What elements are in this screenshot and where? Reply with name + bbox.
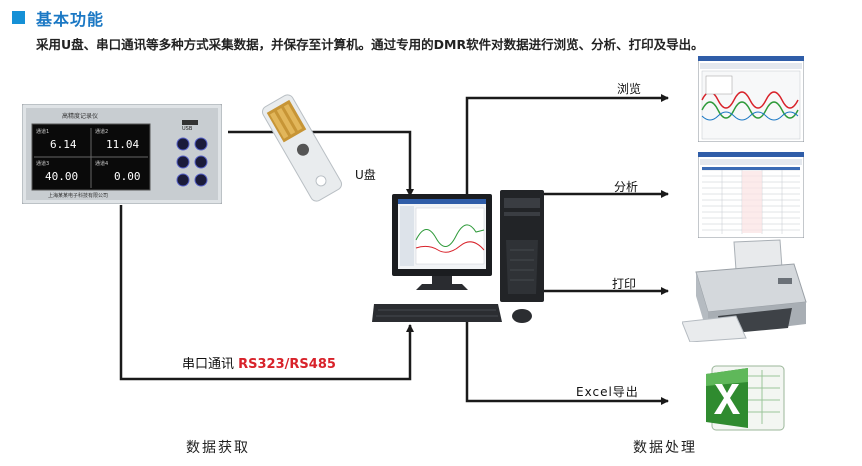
recorder-bottom-label: 上海某某电子科技有限公司 (48, 193, 109, 199)
serial-protocol: RS323/RS485 (238, 357, 336, 372)
recorder-top-label: 高精度记录仪 (62, 113, 99, 120)
usb-label: U盘 (355, 168, 376, 182)
print-label: 打印 (612, 277, 637, 291)
title-marker (12, 11, 25, 24)
excel-icon (706, 365, 785, 431)
export-label: Excel导出 (576, 385, 639, 399)
browse-label: 浏览 (617, 82, 642, 96)
browse-screenshot (698, 56, 804, 142)
reading-3-value: 40.00 (45, 170, 79, 183)
recorder-device: 高精度记录仪 USB 上海某某电子科技有限公司 通道1 6.14 通道2 11.… (21, 103, 223, 205)
line-recorder-serial (119, 205, 414, 381)
page-title: 基本功能 (36, 10, 105, 29)
reading-1-value: 6.14 (50, 138, 77, 151)
analyze-label: 分析 (614, 180, 639, 194)
computer-icon (372, 190, 544, 323)
reading-3-name: 通道3 (36, 161, 50, 167)
serial-label: 串口通讯 RS323/RS485 (182, 353, 336, 372)
printer-icon (682, 239, 807, 342)
reading-2-value: 11.04 (106, 138, 140, 151)
recorder-illustration (21, 103, 223, 205)
usb-stick-icon (261, 94, 343, 202)
reading-1-name: 通道1 (36, 129, 50, 135)
analyze-screenshot (698, 152, 804, 238)
footer-data-processing: 数据处理 (633, 440, 697, 456)
footer-data-acquisition: 数据获取 (186, 440, 250, 456)
line-export (465, 318, 669, 405)
reading-4-value: 0.00 (114, 170, 141, 183)
reading-2-name: 通道2 (95, 129, 109, 135)
recorder-usb-label: USB (182, 126, 193, 132)
serial-label-prefix: 串口通讯 (182, 357, 239, 372)
line-trunk (465, 94, 669, 225)
page-description: 采用U盘、串口通讯等多种方式采集数据，并保存至计算机。通过专用的DMR软件对数据… (36, 37, 704, 52)
reading-4-name: 通道4 (95, 161, 109, 167)
